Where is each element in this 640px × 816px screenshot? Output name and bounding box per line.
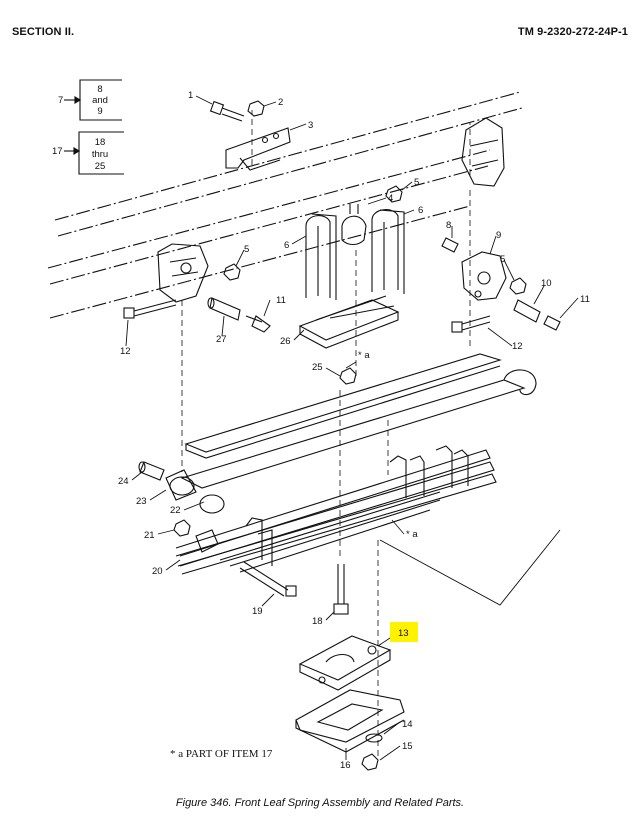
frame-rails: [47, 91, 523, 319]
assembly-centerlines: [181, 110, 471, 760]
callout-21: 21: [144, 530, 155, 541]
washer-14: [365, 733, 383, 743]
manual-number: TM 9-2320-272-24P-1: [517, 26, 628, 38]
nut-15: [361, 753, 379, 771]
nut-25: [339, 367, 357, 385]
callout-11-left: 11: [276, 295, 286, 306]
ref-box-a-line1: 8: [97, 84, 102, 95]
part-marks: * a * a: [345, 350, 418, 540]
bolt-12-left: [123, 299, 177, 319]
callout-13-highlight: [390, 622, 418, 642]
front-hanger: [157, 243, 209, 303]
ref-box-b-line1: 18: [95, 137, 106, 148]
callout-8: 8: [446, 220, 451, 231]
nut-2: [247, 100, 265, 117]
rear-hanger: [461, 117, 505, 187]
callout-7: 7: [58, 95, 63, 106]
callout-6-right: 6: [418, 205, 423, 216]
ref-box-a-line2: and: [92, 95, 108, 106]
callout-22: 22: [170, 505, 181, 516]
callout-16: 16: [340, 760, 351, 771]
callout-18: 18: [312, 616, 323, 627]
callout-11-right: 11: [580, 294, 590, 305]
bushing-23: [165, 469, 197, 501]
callout-17: 17: [52, 146, 63, 157]
spring-plate-13: [298, 635, 392, 691]
ref-box-b-line2: thru: [92, 149, 108, 160]
fitting-11-right: [543, 315, 561, 331]
part-mark-lower: * a: [406, 529, 418, 540]
bolt-12-right: [451, 315, 491, 333]
leader-lines: [125, 95, 579, 761]
callout-19: 19: [252, 606, 263, 617]
callout-3: 3: [308, 120, 313, 131]
u-bolt-6-left: [305, 213, 337, 300]
callout-4: 4: [388, 193, 393, 204]
callout-5-right: 5: [500, 254, 505, 265]
callout-12-left: 12: [120, 346, 131, 357]
bolt-18: [333, 564, 349, 615]
callout-14: 14: [402, 719, 413, 730]
pin-24: [138, 461, 165, 481]
callout-12-right: 12: [512, 341, 523, 352]
reference-box-labels: 8 and 9 18 thru 25: [92, 84, 108, 172]
section-header: SECTION II.: [12, 26, 75, 38]
callout-24: 24: [118, 476, 129, 487]
callout-6-left: 6: [284, 240, 289, 251]
part-mark-upper: * a: [358, 350, 370, 361]
figure-caption: Figure 346. Front Leaf Spring Assembly a…: [175, 797, 465, 809]
callout-10: 10: [541, 278, 552, 289]
reference-box-7: [64, 79, 122, 121]
shackle-pin-10: [513, 299, 541, 323]
shackle-9: [461, 251, 507, 301]
callout-2: 2: [278, 97, 283, 108]
callout-13: 13: [398, 628, 409, 639]
spring-seat-bracket-16: [295, 689, 405, 753]
ref-box-a-line3: 9: [97, 106, 102, 117]
leaf-spring-assembly: [169, 353, 537, 575]
callout-labels: 1 2 3 4 5 5 5 6 6 8 9 10 11 11 12 12 13 …: [52, 90, 590, 771]
callout-23: 23: [136, 496, 147, 507]
fitting-11-left: [245, 315, 271, 333]
frame-bracket: [225, 127, 291, 171]
fitting-8: [441, 237, 459, 253]
spring-seat-26: [298, 295, 400, 349]
callout-26: 26: [280, 336, 291, 347]
rebound-bumper-4: [341, 204, 367, 246]
nut-5-left: [223, 263, 241, 281]
ref-box-b-line3: 25: [95, 161, 106, 172]
callout-15: 15: [402, 741, 413, 752]
nut-5-right: [509, 277, 527, 295]
callout-5-left: 5: [244, 244, 249, 255]
callout-25: 25: [312, 362, 323, 373]
callout-27: 27: [216, 334, 227, 345]
callout-5-top: 5: [414, 177, 419, 188]
bolt-19: [239, 561, 297, 597]
part-of-item-note: * a PART OF ITEM 17: [170, 748, 273, 760]
axle-reference-line: [379, 529, 561, 606]
nut-21: [173, 519, 191, 537]
reference-box-17: [64, 131, 124, 175]
callout-9: 9: [496, 230, 501, 241]
callout-1: 1: [188, 90, 193, 101]
callout-20: 20: [152, 566, 163, 577]
nut-5-top: [385, 185, 403, 203]
bolt-1: [209, 100, 245, 122]
spring-pin-27: [207, 297, 241, 321]
u-bolt-6-right: [371, 209, 405, 294]
